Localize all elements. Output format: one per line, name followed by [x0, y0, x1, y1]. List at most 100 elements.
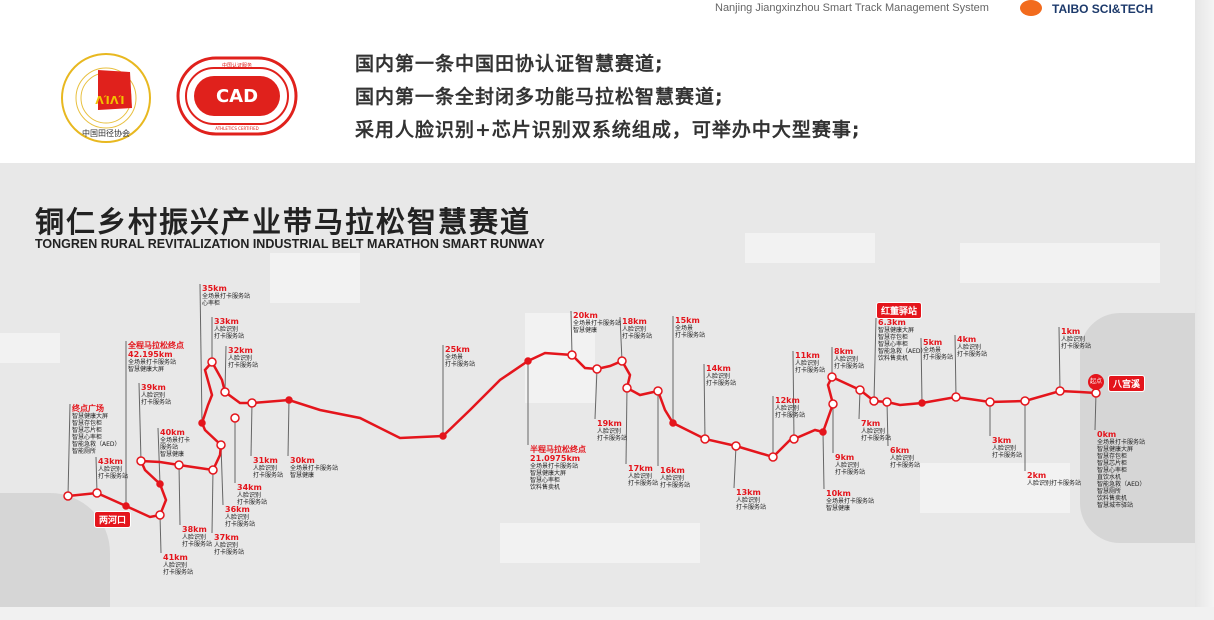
- km-facility: 人脸识别: [228, 355, 253, 362]
- km-facility: 人脸识别: [141, 392, 166, 399]
- km-value: 7km: [861, 419, 881, 428]
- svg-text:中国认证服务: 中国认证服务: [222, 62, 252, 69]
- km-value: 18km: [622, 317, 647, 326]
- km-checkpoint-dot: [285, 396, 293, 404]
- slogan-item: 国内第一条中国田协认证智慧赛道;: [355, 53, 664, 75]
- km-checkpoint-dot: [789, 434, 799, 444]
- km-checkpoint-dot: [220, 387, 230, 397]
- system-name: Nanjing Jiangxinzhou Smart Track Managem…: [715, 2, 989, 14]
- km-value: 34km: [237, 483, 262, 492]
- km-value: 17km: [628, 464, 653, 473]
- km-facility: 智慧健康大屏: [72, 413, 109, 420]
- km-facility: 打卡服务站: [1061, 343, 1092, 350]
- svg-text:CAD: CAD: [216, 86, 258, 107]
- km-facility: 全场景: [675, 325, 694, 332]
- marker-leader-line: [211, 469, 214, 534]
- km-value: 4km: [957, 335, 977, 344]
- km-facility: 人脸识别: [98, 466, 123, 473]
- km-facility: 人脸识别: [597, 428, 622, 435]
- km-value: 全程马拉松终点 42.195km: [128, 341, 184, 359]
- km-facility: 打卡服务站: [214, 333, 245, 340]
- km-facility: 全场景打卡服务站: [1097, 439, 1146, 446]
- km-value: 35km: [202, 284, 227, 293]
- km-facility: 人脸识别: [890, 455, 915, 462]
- km-facility: 智慧存包柜: [72, 420, 103, 427]
- km-facility: 打卡服务站: [992, 452, 1023, 459]
- km-facility: 智慧心率柜: [530, 477, 561, 484]
- km-facility: 智慧心率柜: [878, 341, 909, 348]
- km-checkpoint-dot: [617, 356, 627, 366]
- km-facility: 全场景: [923, 347, 942, 354]
- map-title: 铜仁乡村振兴产业带马拉松智慧赛道: [35, 205, 532, 239]
- route-map: 铜仁乡村振兴产业带马拉松智慧赛道 TONGREN RURAL REVITALIZ…: [0, 163, 1195, 607]
- route-line: [67, 351, 1097, 519]
- km-checkpoint-dot: [882, 397, 892, 407]
- km-facility: 全场景打卡服务站: [290, 465, 339, 472]
- km-facility: 智慧心率柜: [72, 434, 103, 441]
- km-facility: 人脸识别: [237, 492, 262, 499]
- km-facility: 人脸识别: [795, 360, 820, 367]
- marker-leader-line: [619, 316, 623, 362]
- km-facility: 服务站: [160, 444, 179, 451]
- km-checkpoint-dot: [622, 383, 632, 393]
- km-facility: 打卡服务站: [706, 380, 737, 387]
- km-facility: 人脸识别: [163, 562, 188, 569]
- km-facility: 心率柜: [202, 300, 221, 307]
- km-facility: 智慧存包柜: [878, 334, 909, 341]
- km-checkpoint-dot: [827, 372, 837, 382]
- km-value: 6km: [890, 446, 910, 455]
- km-checkpoint-dot: [985, 397, 995, 407]
- km-value: 1km: [1061, 327, 1081, 336]
- km-value: 25km: [445, 345, 470, 354]
- km-value: 16km: [660, 466, 685, 475]
- km-checkpoint-dot: [592, 364, 602, 374]
- km-value: 20km: [573, 311, 598, 320]
- km-checkpoint-dot: [855, 385, 865, 395]
- marker-leader-line: [1094, 392, 1097, 431]
- company-name: TAIBO SCI&TECH: [1052, 2, 1154, 16]
- km-value: 12km: [775, 396, 800, 405]
- km-checkpoint-dot: [230, 413, 240, 423]
- km-value: 9km: [835, 453, 855, 462]
- km-checkpoint-dot: [918, 399, 926, 407]
- km-facility: 打卡服务站: [445, 361, 476, 368]
- svg-text:ATHLETICS CERTIFIED: ATHLETICS CERTIFIED: [215, 126, 258, 131]
- km-facility: 智能急救（AED）: [1097, 481, 1146, 488]
- km-facility: 直饮水机: [1097, 474, 1122, 481]
- km-facility: 饮料售卖机: [1097, 495, 1128, 502]
- km-checkpoint-dot: [247, 398, 257, 408]
- km-checkpoint-dot: [207, 357, 217, 367]
- svg-text:ΛΊΛΊ: ΛΊΛΊ: [95, 94, 124, 107]
- km-facility: 人脸识别: [182, 534, 207, 541]
- km-facility: 打卡服务站: [795, 367, 826, 374]
- km-value: 10km: [826, 489, 851, 498]
- km-value: 36km: [225, 505, 250, 514]
- km-facility: 智慧健康大屏: [128, 366, 165, 373]
- marker-leader-line: [822, 431, 825, 490]
- km-facility: 智能厕所: [72, 448, 97, 455]
- km-value: 15km: [675, 316, 700, 325]
- slogan-item: 采用人脸识别+芯片识别双系统组成，可举办中大型赛事;: [355, 119, 861, 141]
- km-facility: 智能急救（AED）: [878, 348, 927, 355]
- km-facility: 打卡服务站: [597, 435, 628, 442]
- km-checkpoint-dot: [819, 428, 827, 436]
